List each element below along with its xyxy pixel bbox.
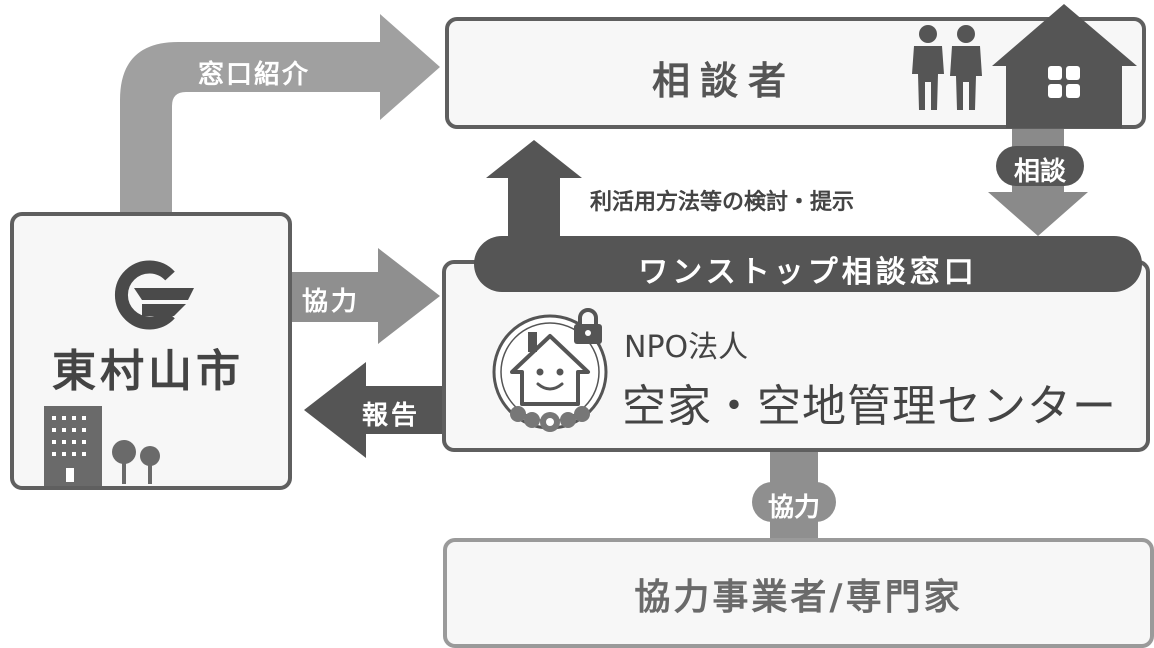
lock-icon <box>574 308 602 344</box>
center-header-label: ワンストップ相談窓口 <box>638 255 978 290</box>
partners-label: 協力事業者/専門家 <box>634 577 963 618</box>
trees-icon <box>112 440 160 484</box>
consultant-label: 相談者 <box>652 59 797 103</box>
consultation-badge <box>996 146 1084 186</box>
report-label: 報告 <box>362 401 421 431</box>
building-icon <box>44 406 102 486</box>
proposal-label: 利活用方法等の検討・提示 <box>590 190 855 215</box>
center-header <box>474 236 1142 292</box>
referral-label: 窓口紹介 <box>198 60 311 90</box>
partner-coop-badge <box>752 482 836 522</box>
org-name: 空家・空地管理センター <box>622 381 1117 432</box>
people-icon <box>912 25 982 110</box>
report-arrow <box>304 362 452 458</box>
house-icon <box>992 4 1137 128</box>
consultation-label: 相談 <box>1013 157 1066 187</box>
proposal-arrow <box>486 140 582 250</box>
city-coop-label: 協力 <box>302 287 361 317</box>
partner-coop-label: 協力 <box>767 493 820 523</box>
city-coop-arrow <box>288 248 440 344</box>
referral-arrow <box>120 14 440 222</box>
org-prefix: NPO法人 <box>624 330 749 365</box>
city-emblem-icon <box>115 260 194 330</box>
city-name: 東村山市 <box>52 346 244 397</box>
